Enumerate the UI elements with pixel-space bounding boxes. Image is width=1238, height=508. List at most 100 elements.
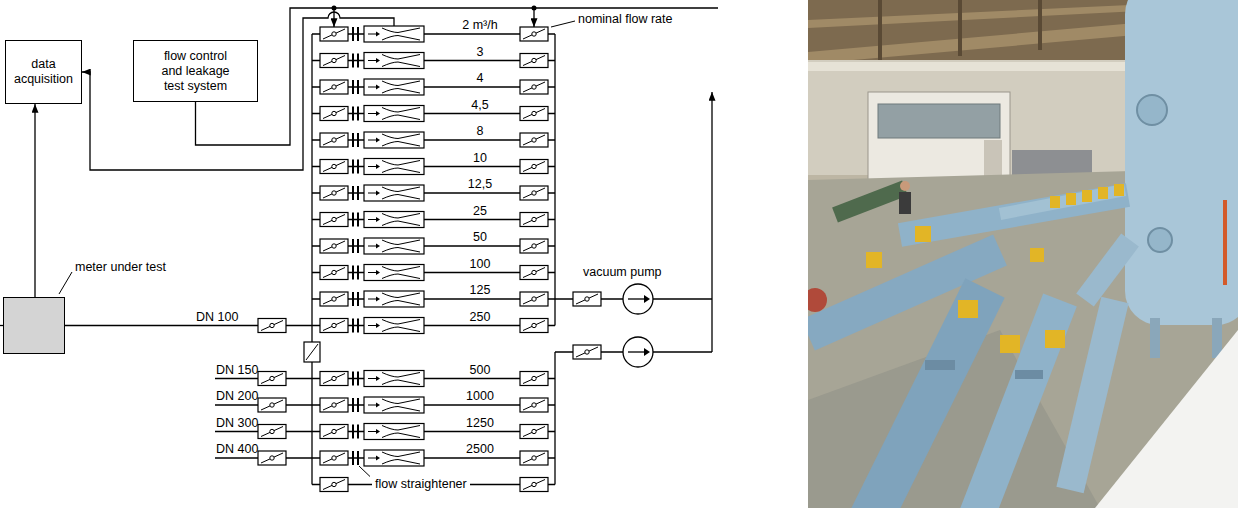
valve-symbol [332, 217, 336, 221]
manifold-line [311, 34, 312, 485]
valve-symbol [258, 425, 286, 439]
flow-rate-value: 10 [473, 152, 487, 165]
nozzle-symbol [382, 221, 420, 226]
callout-label: nominal flow rate [578, 13, 673, 26]
valve-symbol [532, 376, 536, 380]
valve-symbol [332, 32, 336, 36]
flange-symbol [352, 133, 354, 147]
flange-symbol [352, 319, 354, 333]
valve-symbol [532, 138, 536, 142]
flange-symbol [352, 160, 354, 174]
flow-rate-value: 250 [470, 311, 491, 324]
flange-symbol [357, 54, 359, 68]
flange-symbol [357, 266, 359, 280]
valve-symbol [532, 164, 536, 168]
valve-symbol [261, 321, 283, 331]
nozzle-symbol [382, 452, 420, 457]
valve-symbol [332, 85, 336, 89]
pipe-size-label: DN 400 [216, 443, 258, 456]
valve-symbol [332, 482, 336, 486]
flange-symbol [352, 80, 354, 94]
flange-symbol [357, 319, 359, 333]
valve-symbol [261, 453, 283, 463]
photo-actuator [1114, 184, 1124, 196]
valve-symbol [320, 107, 348, 121]
junction-dot [332, 6, 337, 11]
pump-symbol [623, 284, 653, 314]
nozzle-symbol [376, 297, 380, 302]
nozzle-symbol [376, 111, 380, 116]
junction-dot [532, 6, 537, 11]
flow-rate-value: 50 [473, 231, 487, 244]
valve-symbol [532, 217, 536, 221]
manifold-line [554, 352, 555, 485]
nozzle-symbol [382, 55, 420, 60]
valve-symbol [332, 244, 336, 248]
pump-symbol [628, 298, 645, 299]
valve-symbol [523, 56, 545, 66]
flange-symbol [352, 239, 354, 253]
pump-symbol [644, 348, 650, 356]
photo-actuator [1045, 330, 1065, 348]
photo-tank-leg [1150, 318, 1160, 358]
nozzle-symbol [382, 320, 420, 325]
nozzle-symbol [376, 376, 380, 381]
valve-symbol [523, 215, 545, 225]
valve-symbol [304, 342, 320, 362]
meter-box: meter under test [3, 297, 65, 354]
signal-arrow [34, 104, 35, 297]
flow-rate-value: 100 [470, 258, 491, 271]
valve-symbol [523, 188, 545, 198]
valve-symbol [320, 239, 348, 253]
valve-symbol [520, 213, 548, 227]
flow-rate-value: 3 [477, 46, 484, 59]
flange-symbol [357, 213, 359, 227]
valve-symbol [270, 456, 274, 460]
valve-symbol [523, 427, 545, 437]
valve-symbol [332, 323, 336, 327]
valve-symbol [532, 191, 536, 195]
photo-truss [878, 0, 882, 60]
valve-symbol [270, 403, 274, 407]
valve-symbol [523, 480, 545, 490]
nozzle-symbol [376, 270, 380, 275]
nozzle-symbol [364, 26, 424, 42]
valve-symbol [320, 398, 348, 412]
flange-symbol [357, 239, 359, 253]
valve-symbol [258, 319, 286, 333]
valve-symbol [320, 54, 348, 68]
nozzle-symbol [364, 450, 424, 466]
valve-symbol [323, 480, 345, 490]
box-label: flow control and leakage test system [153, 49, 239, 94]
valve-symbol [320, 425, 348, 439]
photo-green-pipe [835, 188, 905, 215]
signal-line [196, 8, 719, 145]
photo-tank-manway [1137, 95, 1167, 125]
valve-symbol [332, 429, 336, 433]
nozzle-symbol [364, 132, 424, 148]
valve-symbol [532, 482, 536, 486]
system-box: data acquisition [5, 40, 82, 104]
valve-symbol [523, 29, 545, 39]
valve-symbol [523, 400, 545, 410]
valve-symbol [323, 215, 345, 225]
valve-symbol [520, 107, 548, 121]
valve-symbol [323, 135, 345, 145]
valve-symbol [520, 186, 548, 200]
valve-symbol [323, 109, 345, 119]
nozzle-symbol [376, 456, 380, 461]
valve-symbol [532, 270, 536, 274]
pipe-line [653, 298, 712, 299]
pipe-line [555, 351, 653, 352]
nozzle-symbol [364, 291, 424, 307]
flange-symbol [357, 425, 359, 439]
valve-symbol [323, 268, 345, 278]
nozzle-symbol [364, 53, 424, 69]
nozzle-symbol [382, 168, 420, 173]
photo-white-wall [1095, 330, 1238, 508]
valve-symbol [332, 164, 336, 168]
photo-tank-manway [1148, 228, 1172, 252]
nozzle-symbol [368, 60, 376, 61]
valve-symbol [332, 270, 336, 274]
